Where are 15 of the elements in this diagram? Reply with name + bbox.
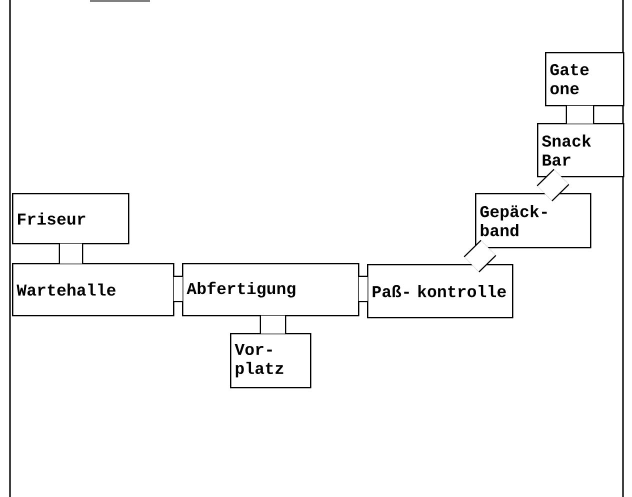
corridor — [58, 244, 84, 264]
room-box: Wartehalle — [12, 263, 174, 316]
corridor — [566, 106, 594, 124]
room-box: Paß- kontrolle — [367, 264, 514, 318]
room-box: Abfertigung — [182, 263, 360, 316]
room-box: Gate one — [545, 52, 624, 106]
room-box: Friseur — [12, 192, 130, 244]
corridor — [464, 240, 496, 272]
corridor — [536, 168, 570, 202]
corridor — [260, 316, 286, 334]
corridor — [174, 276, 183, 302]
corridor — [358, 276, 368, 302]
room-box: Snack Bar — [537, 123, 624, 178]
room-box: Gepäck- band — [475, 192, 592, 248]
room-box: Vor- platz — [230, 332, 312, 388]
